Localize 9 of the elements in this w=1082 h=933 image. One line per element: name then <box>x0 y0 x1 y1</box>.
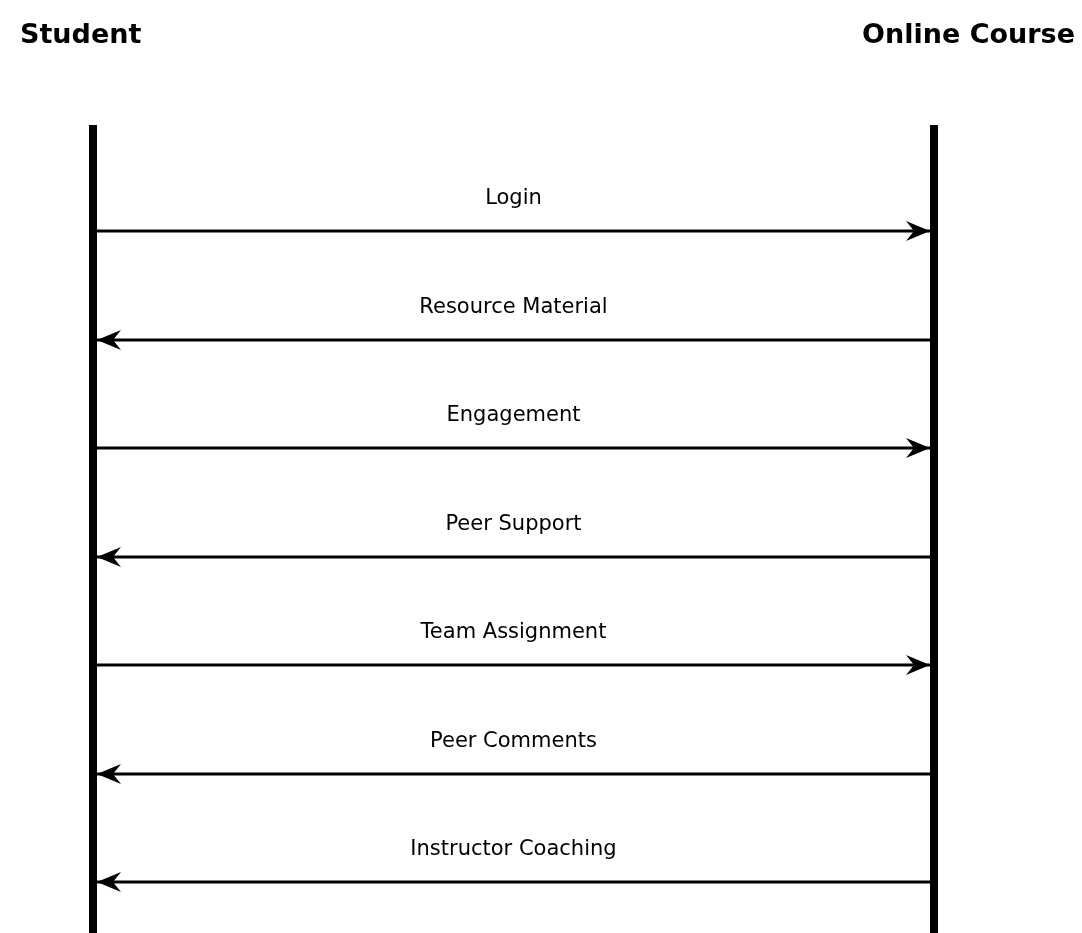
lifeline-heading: Online Course <box>862 18 1075 49</box>
arrow <box>97 438 930 458</box>
arrow <box>97 547 930 567</box>
arrow <box>97 221 930 241</box>
arrow <box>97 655 930 675</box>
arrow <box>97 764 930 784</box>
arrow <box>97 330 930 350</box>
arrow <box>97 872 930 892</box>
lifeline-heading: Student <box>20 18 142 49</box>
